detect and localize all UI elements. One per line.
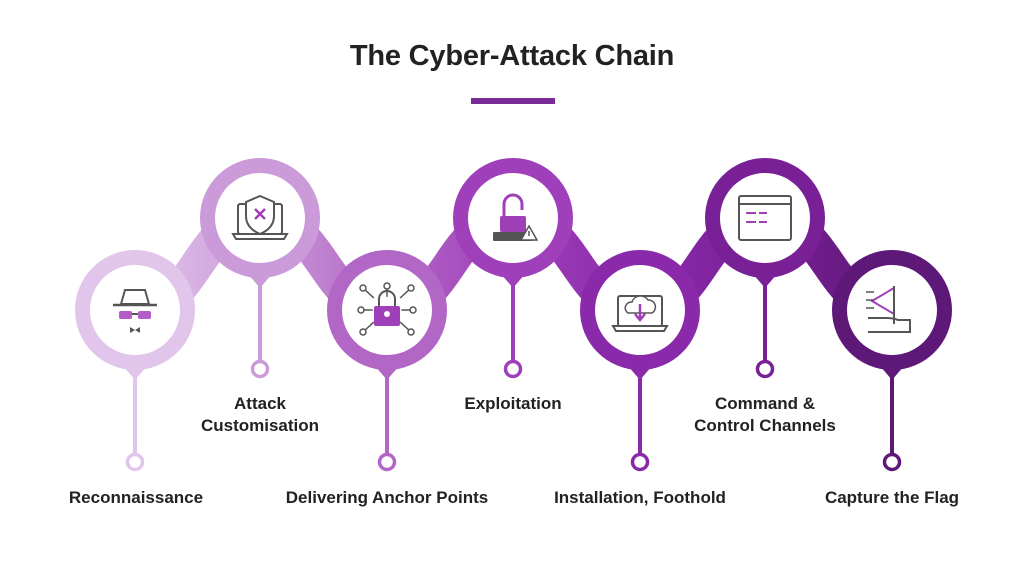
cloud-download-laptop-icon [611,295,669,332]
step-label-reconnaissance: Reconnaissance [68,488,204,507]
step-label-capture-the-flag: Capture the Flag [824,488,960,507]
step-label-delivering-anchor-points: Delivering Anchor Points [285,488,489,507]
step-label-exploitation: Exploitation [464,394,562,413]
pin-endpoint [125,452,145,472]
pin-endpoint [250,359,270,379]
padlock-network-icon [357,282,417,336]
diagram-title: The Cyber-Attack Chain [349,40,675,72]
hand-flag-icon [866,286,911,333]
pin-endpoint [755,359,775,379]
step-node-inner [90,265,180,355]
laptop-shield-icon [231,194,289,240]
title-underline [471,98,555,104]
node-layer [75,158,952,472]
pin-endpoint [377,452,397,472]
unlocked-password-icon [493,193,539,241]
spy-icon [113,289,157,333]
step-label-installation-foothold: Installation, Foothold [554,488,726,507]
step-node-inner [847,265,937,355]
pin-endpoint [630,452,650,472]
terminal-window-icon [738,195,792,241]
pin-endpoint [503,359,523,379]
pin-endpoint [882,452,902,472]
step-label-command-control-channels: Command &Control Channels [694,394,836,435]
step-node-inner [720,173,810,263]
